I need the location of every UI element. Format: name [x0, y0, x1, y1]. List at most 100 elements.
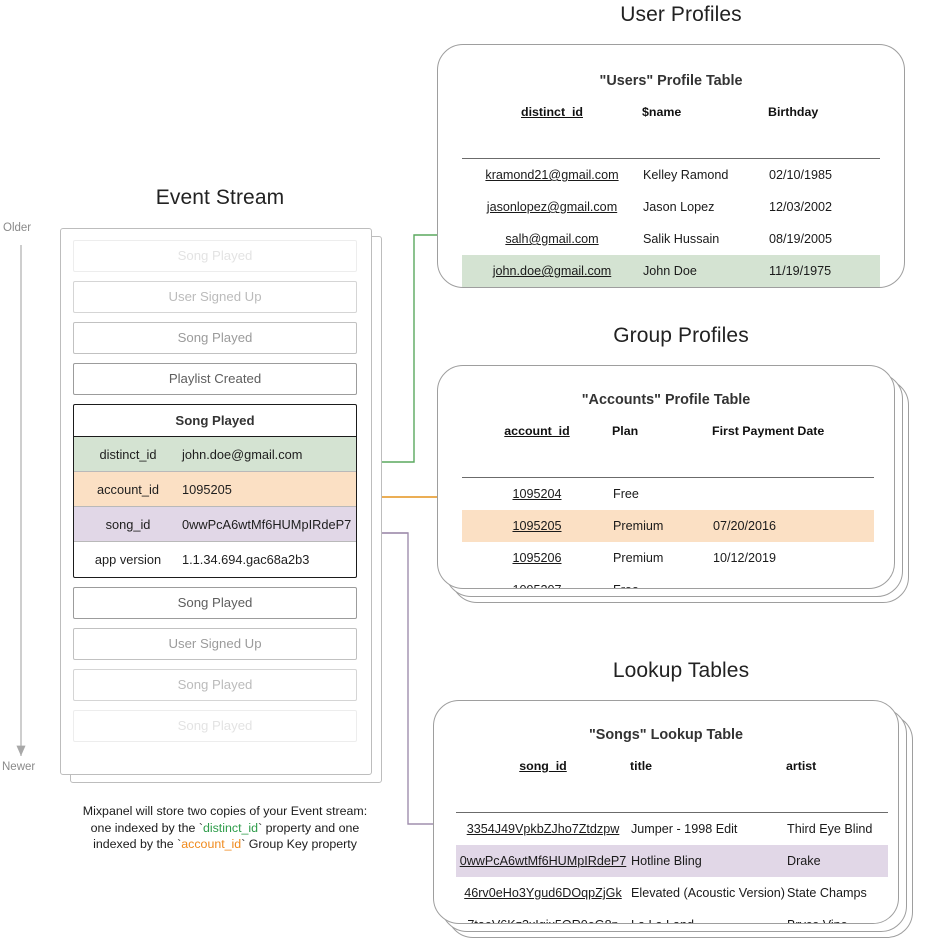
list-item[interactable]: Playlist Created [73, 363, 357, 395]
caption-line-2b: ` property and one [258, 820, 360, 835]
table-row[interactable]: 1095204 Free [462, 478, 874, 511]
table-row-highlighted[interactable]: john.doe@gmail.com John Doe 11/19/1975 [462, 255, 880, 287]
cell-account-id: 1095206 [512, 551, 562, 565]
table-header-row: distinct_id $name Birthday [462, 105, 880, 128]
column-header-distinct-id: distinct_id [521, 105, 583, 119]
header-rule [462, 128, 880, 159]
cell-account-id: 1095205 [512, 519, 562, 533]
table-row-highlighted[interactable]: 0wwPcA6wtMf6HUMpIRdeP7 Hotline Bling Dra… [456, 845, 888, 877]
event-stream-panel: Song Played User Signed Up Song Played P… [60, 228, 382, 783]
cell-plan: Premium [613, 551, 664, 565]
event-property-row: song_id 0wwPcA6wtMf6HUMpIRdeP7 [74, 507, 356, 542]
cell-distinct-id: john.doe@gmail.com [492, 264, 612, 278]
cell-birthday: 11/19/1975 [769, 264, 832, 278]
column-header-name: $name [642, 105, 682, 119]
cell-first-payment-date [712, 478, 874, 511]
cell-title: Jumper - 1998 Edit [631, 822, 738, 836]
section-title-user-profiles: User Profiles [620, 3, 742, 26]
table-row-highlighted[interactable]: 1095205 Premium 07/20/2016 [462, 510, 874, 542]
cell-birthday: 12/03/2002 [769, 200, 833, 214]
header-rule [456, 782, 888, 813]
cell-account-id: 1095204 [512, 487, 562, 501]
column-header-title: title [630, 759, 653, 773]
column-header-account-id: account_id [504, 424, 570, 438]
timeline-label-older: Older [3, 222, 32, 234]
event-property-row: app version 1.1.34.694.gac68a2b3 [74, 542, 356, 577]
cell-song-id: 46rv0eHo3Ygud6DOqpZjGk [464, 886, 622, 900]
users-panel-face: "Users" Profile Table distinct_id $name … [437, 44, 905, 288]
property-value: 1.1.34.694.gac68a2b3 [182, 552, 310, 567]
cell-first-payment-date [712, 574, 874, 588]
header-rule [462, 447, 874, 478]
column-header-plan: Plan [612, 424, 639, 438]
section-title-lookup-tables: Lookup Tables [612, 659, 750, 682]
cell-plan: Premium [613, 519, 664, 533]
cell-artist: State Champs [787, 886, 867, 900]
list-item[interactable]: Song Played [73, 710, 357, 742]
property-value: 1095205 [182, 481, 232, 497]
accounts-panel: "Accounts" Profile Table account_id Plan… [437, 365, 917, 615]
table-row[interactable]: salh@gmail.com Salik Hussain 08/19/2005 [462, 223, 880, 255]
expanded-event-name: Song Played [74, 405, 356, 437]
cell-plan: Free [613, 487, 639, 501]
list-item[interactable]: User Signed Up [73, 628, 357, 660]
table-row[interactable]: 1095206 Premium 10/12/2019 [462, 542, 874, 574]
table-row[interactable]: 1095207 Free [462, 574, 874, 588]
songs-panel: "Songs" Lookup Table song_id title artis… [433, 700, 919, 948]
cell-distinct-id: jasonlopez@gmail.com [486, 200, 618, 214]
cell-first-payment-date: 07/20/2016 [713, 519, 777, 533]
list-item[interactable]: Song Played [73, 587, 357, 619]
table-row[interactable]: kramond21@gmail.com Kelley Ramond 02/10/… [462, 159, 880, 192]
list-item[interactable]: Song Played [73, 240, 357, 272]
cell-distinct-id: salh@gmail.com [505, 232, 599, 246]
accounts-table-title: "Accounts" Profile Table [581, 392, 751, 408]
property-key: song_id [105, 516, 151, 532]
property-key: app version [94, 552, 162, 567]
cell-name: Salik Hussain [643, 232, 720, 246]
cell-artist: Bryce Vine [786, 909, 888, 923]
property-key: distinct_id [99, 446, 157, 462]
list-item[interactable]: User Signed Up [73, 281, 357, 313]
table-row[interactable]: 46rv0eHo3Ygud6DOqpZjGk Elevated (Acousti… [456, 877, 888, 909]
property-key: account_id [97, 481, 159, 497]
users-table: distinct_id $name Birthday kramond21@gma… [462, 105, 880, 287]
expanded-event-card[interactable]: Song Played distinct_id john.doe@gmail.c… [73, 404, 357, 578]
section-title-group-profiles: Group Profiles [613, 324, 749, 347]
cell-name: John Doe [643, 264, 697, 278]
cell-title: Hotline Bling [631, 854, 702, 868]
songs-table: song_id title artist 3354J49VpkbZJho7Ztd… [456, 759, 888, 923]
caption-account-id: account_id [181, 837, 242, 851]
table-header-row: account_id Plan First Payment Date [462, 424, 874, 447]
caption-text: Mixpanel will store two copies of your E… [30, 803, 420, 853]
caption-line-3b: ` Group Key property [241, 837, 357, 851]
cell-artist: Drake [787, 854, 821, 868]
column-header-first-payment-date: First Payment Date [712, 424, 825, 438]
property-value: 0wwPcA6wtMf6HUMpIRdeP7 [182, 516, 352, 532]
timeline-label-newer: Newer [2, 761, 36, 773]
list-item[interactable]: Song Played [73, 669, 357, 701]
table-row[interactable]: 7taeV6Kz3xIgjx5QR0eG8p La La Land Bryce … [456, 909, 888, 923]
column-header-song-id: song_id [519, 759, 567, 773]
cell-song-id: 7taeV6Kz3xIgjx5QR0eG8p [456, 909, 630, 923]
accounts-table: account_id Plan First Payment Date 10952… [462, 424, 874, 588]
cell-name: Jason Lopez [643, 200, 715, 214]
list-item[interactable]: Song Played [73, 322, 357, 354]
songs-table-title: "Songs" Lookup Table [588, 727, 744, 743]
event-list: Song Played User Signed Up Song Played P… [73, 240, 357, 751]
cell-song-id: 0wwPcA6wtMf6HUMpIRdeP7 [459, 854, 627, 868]
cell-account-id: 1095207 [462, 574, 612, 588]
event-stream-title: Event Stream [155, 186, 285, 209]
cell-song-id: 3354J49VpkbZJho7Ztdzpw [466, 822, 620, 836]
table-row[interactable]: jasonlopez@gmail.com Jason Lopez 12/03/2… [462, 191, 880, 223]
cell-first-payment-date: 10/12/2019 [713, 551, 777, 565]
column-header-birthday: Birthday [768, 105, 819, 119]
caption-line-3a: indexed by the ` [93, 837, 182, 851]
caption-line-2a: one indexed by the ` [90, 820, 203, 835]
cell-birthday: 08/19/2005 [769, 232, 833, 246]
cell-artist: Third Eye Blind [787, 822, 873, 836]
cell-plan: Free [612, 574, 712, 588]
table-row[interactable]: 3354J49VpkbZJho7Ztdzpw Jumper - 1998 Edi… [456, 813, 888, 846]
caption-line-1: Mixpanel will store two copies of your E… [82, 804, 368, 818]
cell-title: Elevated (Acoustic Version) [631, 886, 785, 900]
